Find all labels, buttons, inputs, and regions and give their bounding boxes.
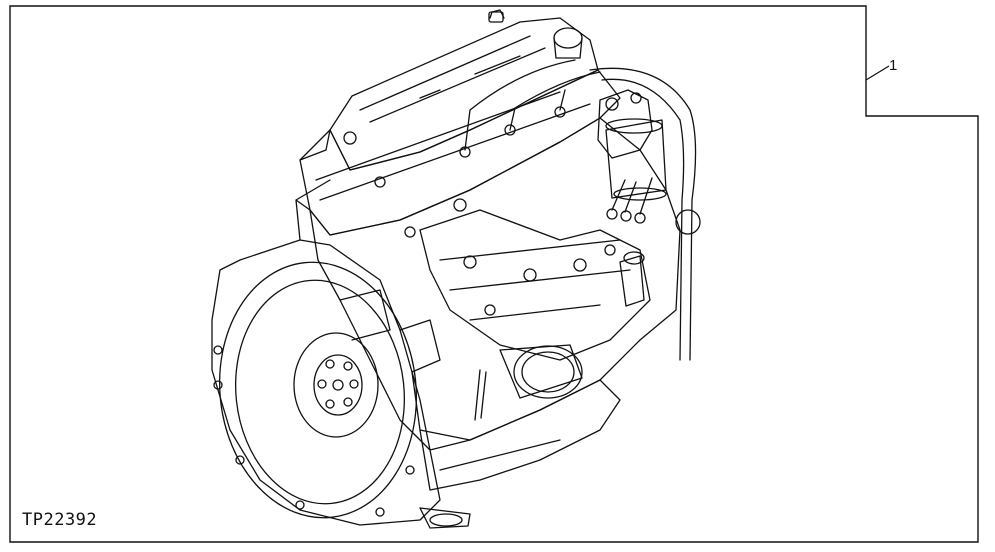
callout-number: 1 xyxy=(889,57,898,74)
flywheel-housing xyxy=(212,240,440,525)
callout-leader-line xyxy=(866,66,889,80)
oil-pan xyxy=(420,380,620,490)
dipstick xyxy=(475,370,486,420)
oil-filter-cap xyxy=(514,346,582,398)
thermostat-housing xyxy=(598,90,652,158)
figure-id-label: TP22392 xyxy=(22,510,98,530)
engine-assembly xyxy=(207,10,700,528)
flywheel-hub xyxy=(314,355,362,415)
fuel-lines xyxy=(465,60,600,150)
engine-mount xyxy=(420,508,470,528)
frame-border xyxy=(10,6,978,542)
flywheel xyxy=(207,252,429,527)
coolant-pipe xyxy=(590,68,696,360)
oil-filler-cap xyxy=(554,28,582,48)
injection-pump xyxy=(420,210,650,360)
engine-block xyxy=(310,118,680,450)
